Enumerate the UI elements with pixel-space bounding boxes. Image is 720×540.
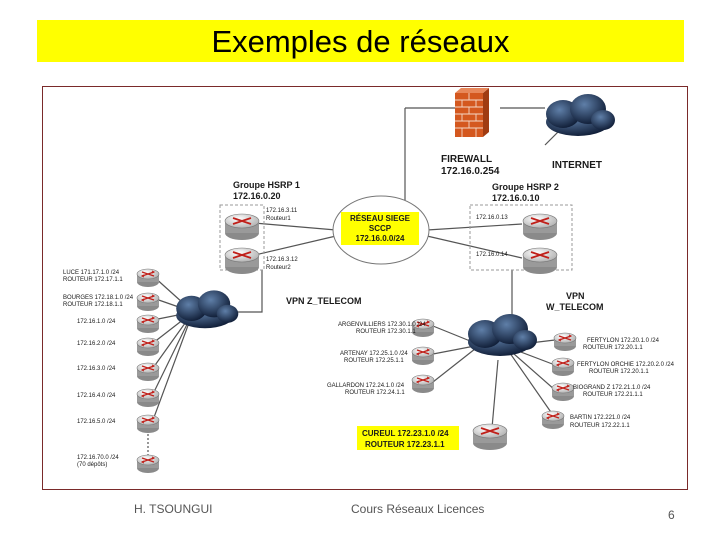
cureuil-router: ROUTEUR 172.23.1.1 [365,440,445,449]
router-2-name: Routeur2 [266,265,291,271]
site-router: ROUTEUR 172.20.1.1 [583,345,643,351]
site-router: ROUTEUR 172.25.1.1 [344,358,404,364]
siege-highlight [341,212,419,245]
siege-sccp: SCCP [369,224,392,233]
slide-title: Exemples de réseaux [211,24,510,59]
site-router: ROUTEUR 172.21.1.1 [583,392,643,398]
internet-cloud-icon [546,94,615,136]
vpn-w-label-2: W_TELECOM [546,302,604,312]
vpn-z-cloud-icon [176,290,239,329]
site-label: 172.16.4.0 /24 [77,393,116,399]
cureuil-router-icon [472,423,508,451]
footer-course: Cours Réseaux Licences [351,502,485,516]
router-icon [136,414,160,434]
site-label: ARGENVILLIERS 172.30.1.0 /24 [338,322,426,328]
router-icon [136,268,160,288]
right-site-labels: FERTYLON 172.20.1.0 /24 ROUTEUR 172.20.1… [570,338,675,429]
site-label: LUCE 171.17.1.0 /24 [63,270,120,276]
firewall-icon [455,88,489,137]
vpn-w-label-1: VPN [566,291,585,301]
site-router: ROUTEUR 172.24.1.1 [345,390,405,396]
router-icon [136,337,160,357]
hsrp2-label: Groupe HSRP 2 [492,182,559,192]
site-label: FERTYLON ORCHIE 172.20.2.0 /24 [577,362,675,368]
router-icon [553,332,577,352]
router-icon [136,454,160,474]
site-label: ARTENAY 172.25.1.0 /24 [340,351,408,357]
siege-name: RÉSEAU SIEGE [350,214,411,223]
site-label: 172.16.5.0 /24 [77,419,116,425]
hsrp2-ip: 172.16.0.10 [492,193,540,203]
router-icon [136,388,160,408]
cureuil-highlight [357,426,459,450]
site-label: 172.16.70.0 /24 [77,455,119,461]
router-icon [136,292,160,312]
router-3-icon [522,213,558,241]
vpn-z-label: VPN Z_TELECOM [286,296,362,306]
router-2-ip: 172.16.3.12 [266,257,298,263]
site-label: 172.16.3.0 /24 [77,366,116,372]
router-icon [136,362,160,382]
site-label: 172.16.2.0 /24 [77,341,116,347]
page-number: 6 [668,508,675,522]
connection-lines [147,107,561,460]
router-1-name: Routeur1 [266,216,291,222]
internet-label: INTERNET [552,160,602,171]
site-router: ROUTEUR 172.17.1.1 [63,277,123,283]
router-icon [551,382,575,402]
router-1-icon [224,213,260,241]
site-label: BARTIN 172.221.0 /24 [570,415,631,421]
firewall-label: FIREWALL [441,154,492,165]
site-label: BOURGES 172.18.1.0 /24 [63,295,134,301]
router-icon [541,410,565,430]
site-label: FERTYLON 172.20.1.0 /24 [587,338,660,344]
router-icon [551,357,575,377]
router-2-icon [224,247,260,275]
site-label: 172.16.1.0 /24 [77,319,116,325]
site-router: ROUTEUR 172.18.1.1 [63,302,123,308]
mid-site-labels: ARGENVILLIERS 172.30.1.0 /24 ROUTEUR 172… [327,322,426,396]
site-router: ROUTEUR 172.22.1.1 [570,423,630,429]
site-label: BIOGRAND Z 172.21.1.0 /24 [573,385,651,391]
router-4-ip: 172.16.0.14 [476,252,508,258]
hsrp1-ip: 172.16.0.20 [233,191,281,201]
site-label: GALLARDON 172.24.1.0 /24 [327,383,405,389]
router-3-ip: 172.16.0.13 [476,215,508,221]
footer-author: H. TSOUNGUI [134,502,213,516]
left-site-labels: LUCE 171.17.1.0 /24 ROUTEUR 172.17.1.1 B… [63,270,134,468]
site-note: (70 dépôts) [77,462,107,468]
hsrp2-box [469,204,573,271]
router-1-ip: 172.16.3.11 [266,208,298,214]
title-bar: Exemples de réseaux [37,20,684,62]
site-router: ROUTEUR 172.30.1.1 [356,329,416,335]
siege-ip: 172.16.0.0/24 [356,234,405,243]
router-4-icon [522,247,558,275]
cureuil-label: CUREUL 172.23.1.0 /24 [362,429,449,438]
firewall-ip: 172.16.0.254 [441,166,500,177]
site-router: ROUTEUR 172.20.1.1 [589,369,649,375]
router-icon [411,346,435,366]
hsrp1-label: Groupe HSRP 1 [233,180,300,190]
router-icon [136,314,160,334]
vpn-w-cloud-icon [468,314,537,356]
router-icon [411,374,435,394]
